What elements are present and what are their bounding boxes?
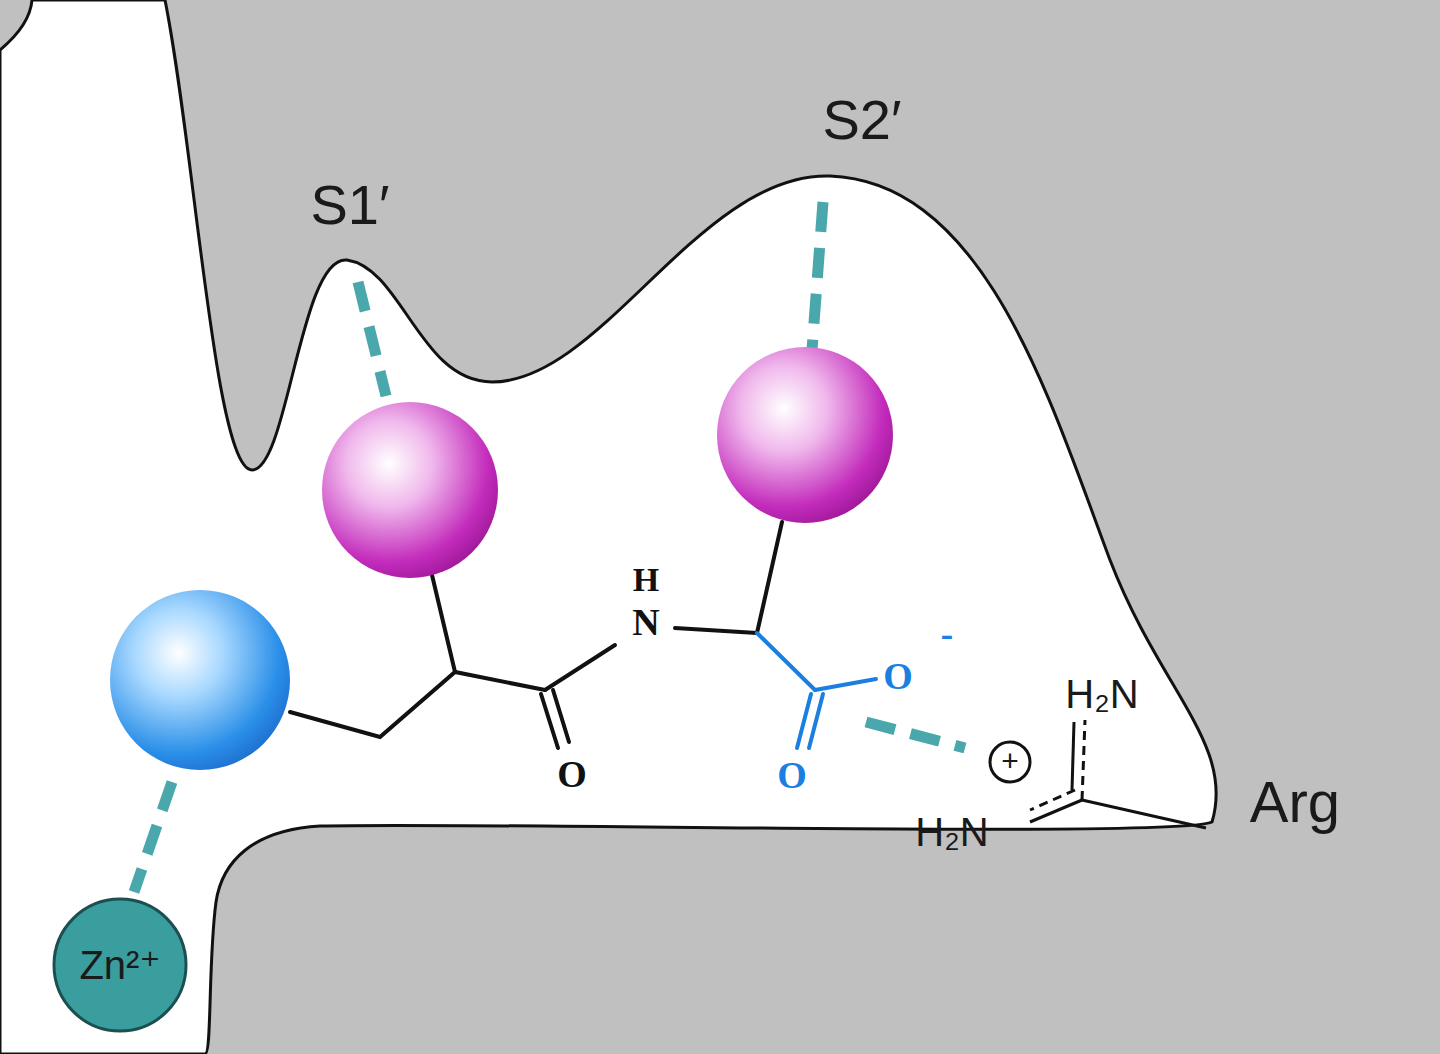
zinc-binding-group (110, 590, 290, 770)
bond (1082, 720, 1085, 800)
p2-side-chain (717, 347, 893, 523)
amine-group: H₂N (915, 812, 988, 852)
bond (809, 694, 823, 748)
bond (545, 645, 615, 690)
bond (675, 628, 757, 633)
atom-symbol: O (777, 756, 807, 794)
bond (1030, 800, 1082, 822)
bond (815, 679, 876, 690)
s1-interaction (358, 282, 386, 396)
charge-ring (990, 742, 1030, 782)
bond (757, 633, 815, 690)
subsite-label: S1′ (311, 177, 390, 233)
interaction-dashes (134, 202, 965, 892)
atom-symbol: O (883, 657, 913, 695)
arginine-side-chain (990, 720, 1206, 828)
bond (290, 672, 545, 737)
zinc-ion: Zn²⁺ (52, 897, 188, 1033)
residue-label: Arg (1250, 773, 1340, 831)
bond (1072, 722, 1074, 790)
bond (757, 522, 782, 633)
binding-cavity (0, 0, 1216, 1054)
atom-symbol: H (633, 563, 659, 597)
s2-interaction (812, 202, 823, 350)
atom-symbol: O (557, 755, 587, 793)
salt-bridge (866, 722, 965, 748)
subsite-label: S2′ (823, 92, 902, 148)
charge-sign: - (940, 614, 953, 654)
bond (432, 575, 455, 672)
amine-group: H₂N (1065, 674, 1138, 714)
bond (553, 690, 569, 742)
ion-label: Zn²⁺ (79, 945, 160, 985)
charge-sign: + (1001, 746, 1019, 776)
bond (1082, 800, 1206, 828)
carboxylate-bonds (757, 633, 876, 748)
p1-side-chain (322, 402, 498, 578)
protein-edge (1380, 0, 1440, 1054)
bond (797, 694, 811, 748)
atom-symbol: N (632, 603, 659, 641)
zinc-interaction (134, 782, 172, 892)
ion-circle (54, 899, 186, 1031)
bond (1030, 790, 1075, 810)
